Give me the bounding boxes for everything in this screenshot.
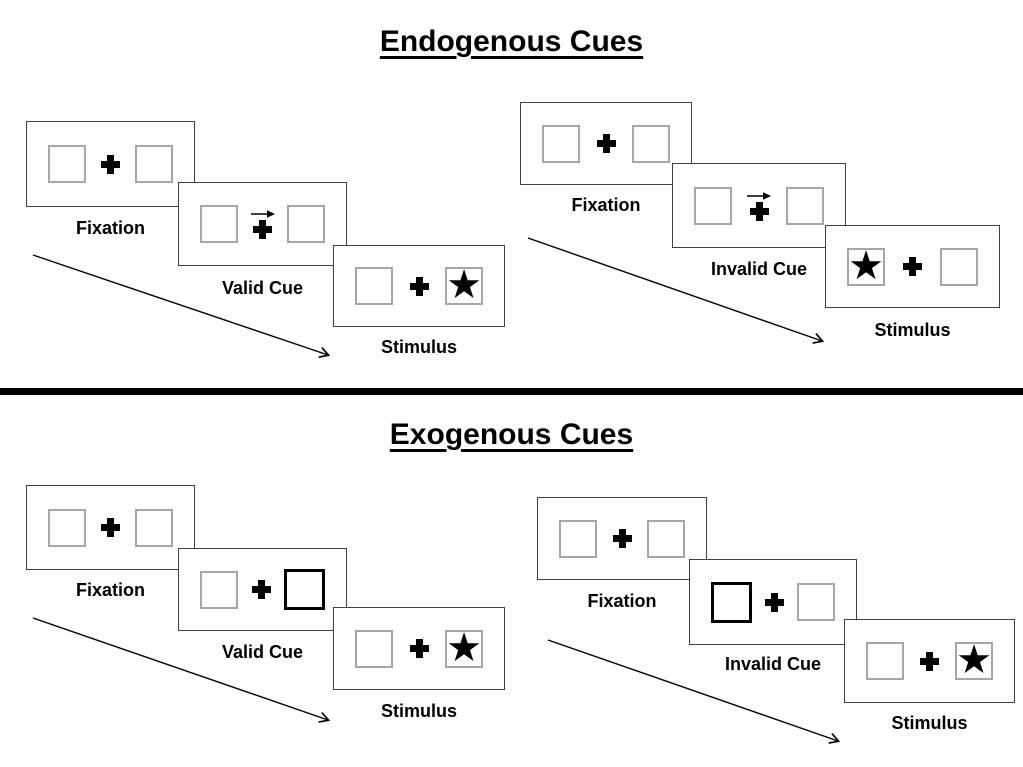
- timeline-arrow-endogenous-valid: [32, 254, 331, 358]
- left-highlighted-cue-box: [711, 581, 752, 623]
- panel-label-invalid-cue: Invalid Cue: [710, 259, 808, 279]
- right-placeholder-box: [135, 508, 173, 547]
- panel-label-valid-cue: Valid Cue: [221, 642, 304, 662]
- panel-endogenous-invalid-cue: [672, 163, 846, 248]
- fixation-cross-icon: [251, 580, 271, 599]
- right-placeholder-box: [786, 186, 824, 225]
- panel-exogenous-invalid-cue: [689, 559, 857, 645]
- right-placeholder-box: [287, 205, 325, 243]
- panel-label-fixation: Fixation: [75, 218, 145, 238]
- fixation-cross-icon: [253, 220, 272, 239]
- panel-endogenous-valid-cue: [178, 182, 347, 266]
- left-placeholder-box: [694, 186, 732, 225]
- fixation-cross-icon: [903, 257, 922, 276]
- right-arrow-icon: [250, 210, 275, 218]
- panel-label-invalid-cue: Invalid Cue: [724, 654, 822, 674]
- left-placeholder-box: [200, 205, 238, 243]
- fixation-cross-icon: [101, 154, 120, 174]
- panel-label-fixation: Fixation: [587, 591, 657, 611]
- panel-label-valid-cue: Valid Cue: [221, 278, 304, 298]
- fixation-cross-icon: [920, 651, 939, 671]
- star-icon: ★: [446, 262, 482, 308]
- panel-exogenous-invalid-stimulus: ★: [844, 619, 1015, 703]
- star-icon: ★: [848, 242, 884, 289]
- panel-label-stimulus: Stimulus: [380, 701, 457, 721]
- fixation-cross-icon: [612, 529, 632, 548]
- left-placeholder-box: [355, 267, 393, 305]
- panel-label-fixation: Fixation: [75, 580, 145, 600]
- right-placeholder-box: [647, 519, 685, 558]
- right-placeholder-box: [632, 124, 670, 163]
- timeline-arrow-endogenous-invalid: [527, 237, 825, 344]
- section-title-exogenous: Exogenous Cues: [389, 418, 634, 451]
- panel-endogenous-invalid-stimulus: ★: [825, 225, 1000, 308]
- timeline-arrow-exogenous-invalid: [547, 639, 841, 744]
- right-target-box: ★: [955, 637, 993, 683]
- fixation-cross-icon: [749, 201, 769, 221]
- panel-exogenous-valid-fixation: [26, 485, 195, 570]
- right-target-box: ★: [445, 262, 483, 308]
- panel-endogenous-invalid-fixation: [520, 102, 692, 185]
- left-placeholder-box: [48, 145, 86, 183]
- right-target-box: ★: [445, 624, 483, 671]
- left-placeholder-box: [542, 124, 580, 163]
- star-icon: ★: [956, 637, 992, 683]
- right-arrow-icon: [747, 191, 771, 200]
- panel-endogenous-valid-fixation: [26, 121, 195, 207]
- section-divider: [0, 388, 1023, 395]
- left-placeholder-box: [48, 508, 86, 547]
- panel-exogenous-valid-stimulus: ★: [333, 607, 505, 690]
- right-placeholder-box: [135, 145, 173, 183]
- panel-label-fixation: Fixation: [571, 195, 641, 215]
- panel-endogenous-valid-stimulus: ★: [333, 245, 505, 327]
- left-placeholder-box: [355, 629, 393, 668]
- panel-exogenous-invalid-fixation: [537, 497, 707, 580]
- star-icon: ★: [446, 624, 482, 671]
- left-placeholder-box: [559, 519, 597, 558]
- fixation-cross-icon: [596, 134, 616, 153]
- right-highlighted-cue-box: [284, 569, 325, 610]
- fixation-cross-icon: [409, 639, 429, 658]
- left-target-box: ★: [847, 242, 885, 289]
- section-title-endogenous: Endogenous Cues: [379, 25, 644, 58]
- panel-label-stimulus: Stimulus: [380, 337, 457, 357]
- panel-label-stimulus: Stimulus: [874, 320, 951, 340]
- right-placeholder-box: [940, 247, 978, 286]
- fixation-cross-icon: [101, 518, 120, 537]
- left-placeholder-box: [200, 570, 238, 609]
- fixation-cross-icon: [765, 592, 784, 612]
- left-placeholder-box: [866, 642, 904, 680]
- panel-exogenous-valid-cue: [178, 548, 347, 631]
- panel-label-stimulus: Stimulus: [891, 713, 968, 733]
- timeline-arrow-exogenous-valid: [32, 617, 331, 723]
- fixation-cross-icon: [409, 276, 429, 296]
- right-placeholder-box: [797, 583, 835, 621]
